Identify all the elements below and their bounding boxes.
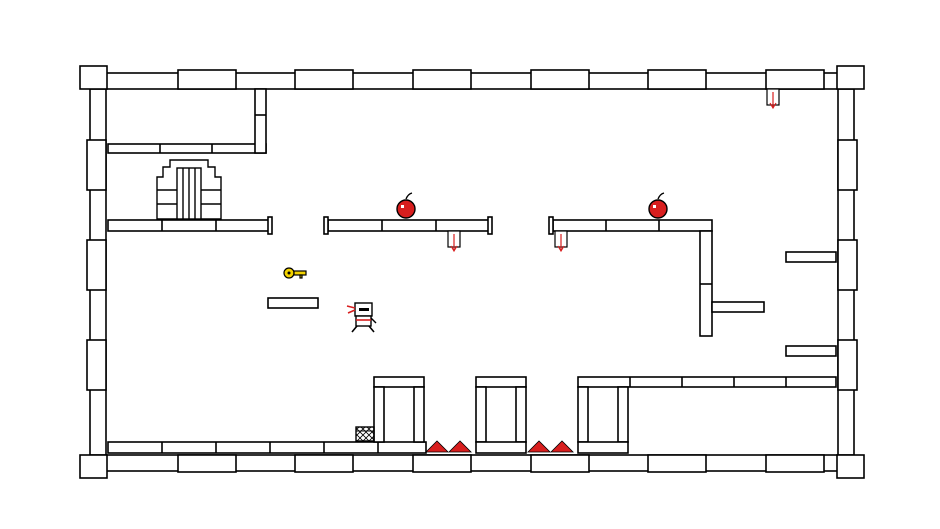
red-floor-spikes	[527, 440, 574, 453]
ceiling-arrow-trap	[766, 88, 780, 110]
ninja-player[interactable]	[346, 302, 377, 333]
golden-key	[283, 267, 307, 279]
outer-walls	[79, 65, 865, 479]
arched-door	[156, 159, 222, 220]
red-floor-spikes	[425, 440, 472, 453]
red-bomb	[648, 192, 668, 219]
platforms	[107, 88, 837, 454]
wooden-crate	[355, 426, 375, 442]
ceiling-arrow-trap	[554, 230, 568, 253]
red-bomb	[396, 192, 416, 219]
ceiling-arrow-trap	[447, 230, 461, 253]
